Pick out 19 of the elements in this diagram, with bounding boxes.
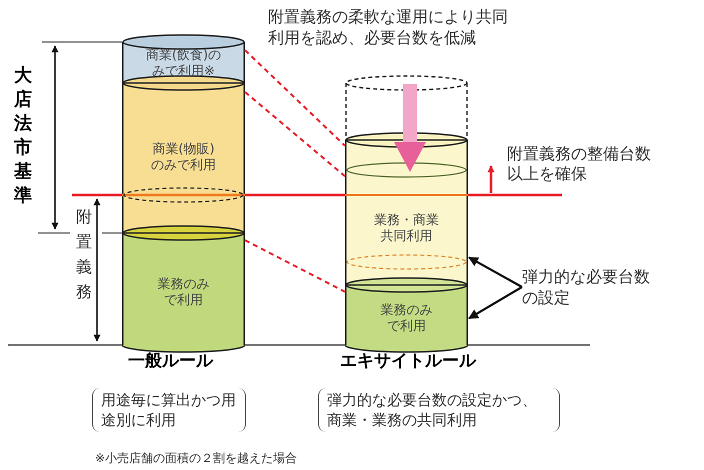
section-label: 業務・商業共同利用 (373, 212, 440, 244)
rule-heading: 一般ルール (128, 350, 214, 372)
annotation-text: 附置義務の整備台数以上を確保 (507, 144, 652, 184)
bracketed-note: 弾力的な必要台数の設定かつ、商業・業務の共同利用 (318, 388, 560, 432)
footnote: ※小売店舗の面積の２割を越えた場合 (95, 450, 298, 467)
dimension-label: 附置義務 (76, 206, 93, 303)
annotation-text: 弾力的な必要台数の設定 (522, 266, 652, 308)
projection-line (244, 239, 346, 293)
arrow (468, 286, 523, 320)
bracketed-note: 用途毎に算出かつ用途別に利用 (92, 388, 246, 432)
heading-text: 附置義務の柔軟な運用により共同利用を認め、必要台数を低減 (268, 6, 509, 48)
rule-heading: エキサイトルール (340, 350, 478, 372)
section-label: 商業(飲食)のみで利用※ (144, 48, 222, 80)
projection-line (244, 91, 346, 178)
section-label: 業務のみで利用 (380, 303, 434, 335)
section-label: 商業(物販)のみで利用 (150, 142, 217, 174)
dimension-label: 大店法市基準 (14, 64, 33, 208)
arrow (468, 256, 523, 288)
section-label: 業務のみで利用 (156, 277, 210, 309)
